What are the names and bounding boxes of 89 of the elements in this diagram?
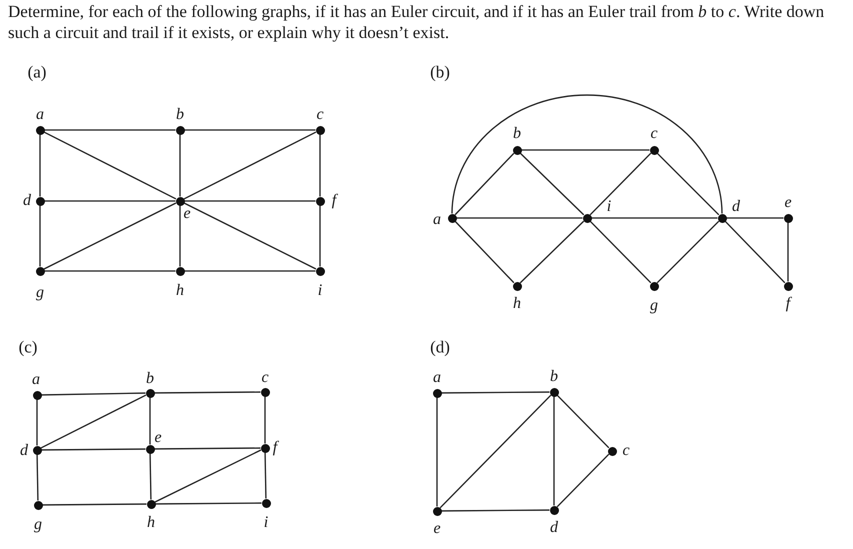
vertex-label: e — [154, 430, 162, 446]
graph-edge — [184, 131, 316, 200]
vertex-label: d — [23, 193, 31, 209]
graph-edge — [40, 394, 146, 449]
graph-edge — [179, 134, 181, 196]
graph-edge — [592, 217, 718, 219]
question-text: Determine, for each of the following graphs, if it has an Euler circuit, and if it has an Euler trail from b to c. Write down such a circuit and trail if it exists, or explain why it doesn’t exist. — [8, 1, 826, 43]
graph-edge — [319, 134, 321, 196]
vertex-label: b — [550, 369, 558, 385]
graph-edge — [590, 152, 652, 216]
graph-edge — [454, 220, 514, 284]
vertex-label: a — [32, 372, 40, 388]
graph-edge — [149, 453, 152, 500]
graph-edge — [44, 202, 176, 270]
vertex-label: c — [622, 443, 630, 459]
graph-edge — [154, 391, 260, 394]
vertex-label: a — [433, 212, 441, 228]
vertex-label: e — [784, 195, 792, 211]
graph-edge — [154, 447, 260, 450]
graph-edge — [454, 152, 514, 216]
vertex-label: b — [146, 371, 154, 387]
vertex-label: c — [650, 126, 658, 142]
graph-edge — [184, 202, 316, 270]
vertex-label: d — [20, 443, 28, 459]
graph-edge — [522, 149, 650, 151]
vertex-label: b — [513, 126, 521, 142]
graph-edge — [41, 392, 146, 396]
vertex-label: d — [550, 520, 558, 536]
subfigure-label: (c) — [18, 338, 38, 356]
vertex-label: g — [34, 517, 42, 533]
vertex-label: b — [176, 107, 184, 123]
graph-edge — [656, 152, 720, 216]
graph-edge — [39, 206, 41, 266]
vertex-label: a — [433, 370, 441, 386]
graph-edge — [156, 502, 262, 505]
vertex-label: f — [272, 440, 278, 456]
vertex-label: i — [318, 283, 322, 299]
vertex-label: e — [183, 206, 191, 222]
graph-edge — [154, 449, 262, 503]
graph-edge — [451, 94, 723, 214]
graph-edge — [42, 503, 146, 506]
vertex-label: f — [332, 193, 336, 209]
graph-edge — [44, 270, 176, 272]
graph-edge — [36, 400, 38, 446]
graph-edge — [436, 398, 438, 506]
graph-edge — [44, 200, 176, 202]
graph-edge — [44, 131, 176, 200]
graph-edge — [656, 220, 720, 284]
graph-edge — [590, 220, 652, 284]
vertex-label: d — [732, 199, 740, 215]
graph-edge — [520, 152, 584, 216]
graph-edge — [440, 394, 552, 508]
graph-edge — [264, 452, 267, 499]
subfigure-label: (a) — [28, 64, 46, 80]
vertex-label: e — [433, 521, 441, 537]
vertex-label: c — [261, 370, 269, 386]
vertex-label: a — [36, 107, 44, 123]
graph-edge — [456, 217, 582, 219]
vertex-label: h — [513, 296, 521, 312]
graph-edge — [42, 448, 146, 451]
graph-edge — [726, 217, 784, 219]
graph-edge — [39, 134, 41, 196]
subfigure-label: (d) — [430, 338, 450, 356]
graph-edge — [36, 454, 39, 501]
graph-edge — [264, 396, 266, 444]
vertex-label: h — [147, 515, 155, 531]
graph-edge — [556, 394, 610, 448]
vertex-label: f — [786, 296, 790, 312]
vertex-label: g — [650, 298, 658, 314]
graph-edge — [179, 206, 181, 266]
vertex-label: g — [36, 285, 44, 301]
graph-edge — [149, 398, 151, 444]
graph-edge — [44, 129, 176, 131]
vertex-label: h — [176, 283, 184, 299]
subfigure-label: (b) — [430, 64, 450, 80]
graph-edge — [787, 222, 789, 282]
vertex-label: c — [316, 107, 324, 123]
graph-edge — [556, 454, 610, 508]
graph-edge — [442, 391, 550, 394]
graph-edge — [520, 220, 584, 284]
graph-edge — [442, 509, 550, 512]
vertex-label: i — [264, 515, 268, 531]
graph-edge — [553, 396, 555, 506]
graph-edge — [184, 129, 316, 131]
graph-edge — [724, 220, 786, 284]
graph-edge — [184, 200, 316, 202]
vertex-label: i — [606, 199, 612, 215]
graph-edge — [319, 206, 321, 266]
graph-edge — [184, 270, 316, 272]
